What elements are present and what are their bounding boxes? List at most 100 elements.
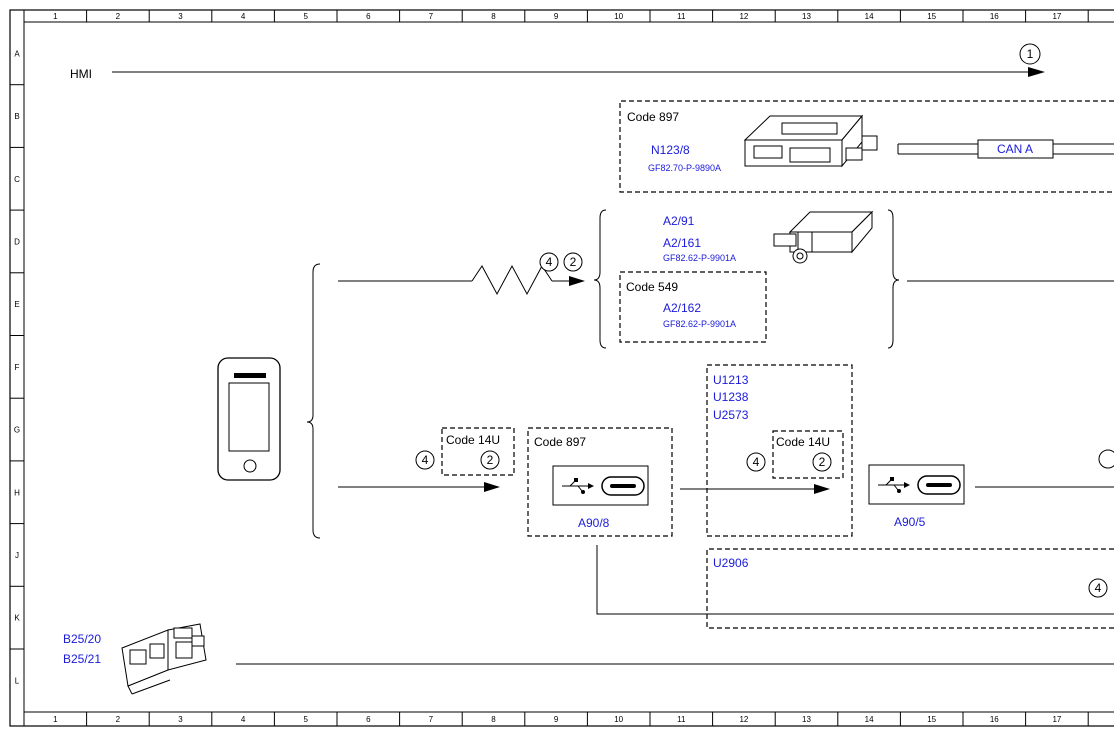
row-label: F [15,363,20,372]
usb-port-a90-8-icon [552,465,649,506]
column-label-top: 12 [739,12,748,21]
column-label-bottom: 15 [927,715,936,724]
can-a-label: CAN A [997,142,1033,156]
column-label-top: 9 [554,12,559,21]
column-label-bottom: 7 [429,715,434,724]
column-label-bottom: 5 [303,715,308,724]
a2-group: A2/91 A2/161 GF82.62-P-9901A Code 549 A2… [338,209,1114,349]
column-label-bottom: 14 [865,715,874,724]
code-14u-right-label: Code 14U [776,435,830,449]
column-label-top: 15 [927,12,936,21]
row-label: C [14,175,20,184]
a2-161-ref: GF82.62-P-9901A [663,253,736,263]
u-codes-box [706,364,853,537]
column-label-bottom: 8 [491,715,496,724]
column-grid: 1122334455667788991010111112121313141415… [23,10,1089,726]
code-897-usb-label: Code 897 [534,435,586,449]
column-label-top: 13 [802,12,811,21]
a2-162-label: A2/162 [663,301,701,315]
column-label-top: 10 [614,12,623,21]
antenna-module-icon [773,210,874,264]
column-label-top: 2 [116,12,121,21]
phone-brace [306,263,321,539]
u2573-label: U2573 [713,408,749,422]
marker-1-text: 1 [1027,47,1034,61]
row-label: G [14,426,20,435]
u1238-label: U1238 [713,390,749,404]
usb-right-marker-2: 2 [819,455,826,469]
row-label: B [14,112,19,121]
column-label-bottom: 2 [116,715,121,724]
b25-21-label: B25/21 [63,652,101,666]
code-14u-left-label: Code 14U [446,433,500,447]
column-label-top: 7 [429,12,434,21]
usb-left-marker-4: 4 [422,453,429,467]
a2-left-brace [593,209,607,349]
column-label-top: 6 [366,12,371,21]
b25-sensor-icon [121,623,207,695]
column-label-top: 16 [990,12,999,21]
a90-8-label: A90/8 [578,516,610,530]
b25-group: B25/20 B25/21 [63,623,1114,695]
a2-right-brace [887,209,900,349]
code-549-label: Code 549 [626,280,678,294]
column-label-bottom: 9 [554,715,559,724]
column-label-top: 8 [491,12,496,21]
n123-component: N123/8 [651,143,690,157]
usb-port-a90-5-icon [868,464,965,505]
u2906-label: U2906 [713,556,749,570]
row-label: E [14,300,19,309]
column-label-bottom: 4 [241,715,246,724]
b25-20-label: B25/20 [63,632,101,646]
column-label-top: 5 [303,12,308,21]
row-label: J [15,551,19,560]
usb-path: Code 14U 4 2 Code 897 A90/8 U1213 U1238 … [338,364,1114,629]
column-label-top: 11 [677,12,686,21]
n123-module-icon [743,114,878,168]
row-label: D [14,237,20,246]
code-14u-right-box [772,430,844,479]
column-label-bottom: 17 [1052,715,1061,724]
row-label: L [15,676,20,685]
column-label-bottom: 10 [614,715,623,724]
u2906-marker-4: 4 [1095,581,1102,595]
hmi-arrowhead [1028,67,1045,77]
usb-left-marker-2: 2 [487,453,494,467]
a2-161-label: A2/161 [663,236,701,250]
column-label-bottom: 1 [53,715,58,724]
marker-1 [1019,43,1041,65]
code-549-box [619,271,767,343]
row-grid: A B C D E F G H J K L [10,49,24,685]
n123-ref: GF82.70-P-9890A [648,163,721,173]
a2-91-label: A2/91 [663,214,695,228]
u2906-box [706,548,1114,629]
row-label: A [14,49,20,58]
a2-marker-4: 4 [546,255,553,269]
a2-162-ref: GF82.62-P-9901A [663,319,736,329]
u1213-label: U1213 [713,373,749,387]
usb-right-marker-4: 4 [753,455,760,469]
column-label-top: 1 [53,12,58,21]
column-label-top: 14 [865,12,874,21]
row-label: K [14,614,20,623]
inner-frame [23,21,1114,713]
row-label: H [14,488,20,497]
column-label-bottom: 6 [366,715,371,724]
column-label-bottom: 13 [802,715,811,724]
a90-5-label: A90/5 [894,515,926,529]
a2-marker-2: 2 [570,255,577,269]
column-label-top: 3 [178,12,183,21]
n123-code: Code 897 [627,110,679,124]
smartphone-icon [217,357,281,481]
hmi-label: HMI [70,67,92,81]
code-14u-left-box [441,427,515,476]
can-a-box [977,139,1054,159]
n123-box: Code 897 N123/8 GF82.70-P-9890A CAN A [619,100,1114,193]
outer-frame [9,9,1114,727]
wireless-zigzag [471,264,553,296]
column-label-top: 17 [1052,12,1061,21]
column-label-bottom: 12 [739,715,748,724]
code-897-usb-box [527,427,673,537]
column-label-bottom: 11 [677,715,686,724]
